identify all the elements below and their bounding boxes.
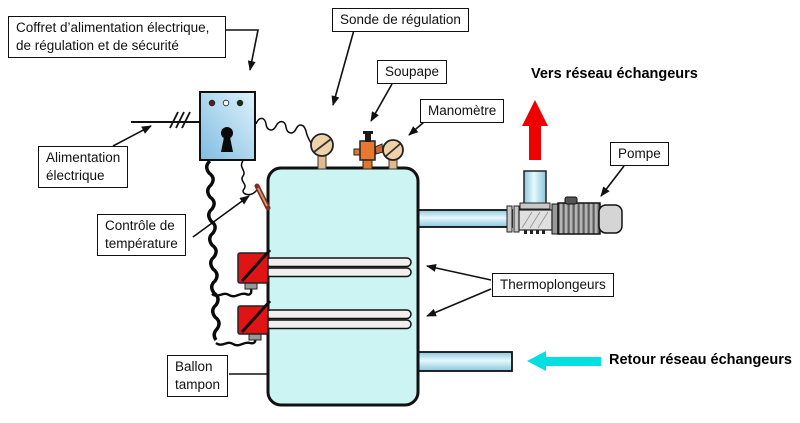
pump-riser-flange <box>519 202 551 210</box>
wire-main <box>205 159 221 341</box>
supply-flow-arrow-icon <box>522 100 548 160</box>
pump-flange-b <box>513 205 520 233</box>
temperature-probe <box>254 183 271 211</box>
regulation-probe-gauge-icon <box>310 133 334 170</box>
leader-thermo-lower <box>426 288 492 317</box>
leader-controle <box>192 195 250 238</box>
outlet-pipe <box>415 209 513 228</box>
wire-regulation-probe <box>255 117 313 146</box>
wire-heater1 <box>211 288 253 298</box>
leader-manometre <box>408 121 425 136</box>
heater1-rod-b <box>265 267 412 278</box>
control-cabinet <box>199 91 256 161</box>
label-soupape: Soupape <box>377 60 448 84</box>
pump-terminal-box <box>564 196 578 205</box>
leader-coffret <box>221 29 259 71</box>
tank-instruments <box>310 131 404 170</box>
leader-alimentation <box>112 125 152 147</box>
buffer-tank <box>266 166 420 407</box>
keyhole-icon <box>221 127 233 152</box>
pump-flange-a <box>506 205 513 233</box>
leader-pompe <box>600 165 625 197</box>
safety-valve-icon <box>353 131 384 170</box>
label-sonde: Sonde de régulation <box>332 8 469 32</box>
leader-sonde <box>331 29 355 106</box>
supply-flow-label: Vers réseau échangeurs <box>531 66 698 82</box>
return-flow-arrow-icon <box>527 351 601 371</box>
label-coffret: Coffret d’alimentation électrique, de ré… <box>8 16 226 58</box>
label-ballon: Ballon tampon <box>167 355 229 397</box>
pressure-gauge-icon <box>382 139 404 170</box>
immersion-heaters <box>237 248 412 341</box>
phase-slashes-icon <box>169 111 191 129</box>
pump-motor <box>557 202 601 235</box>
power-supply-line <box>131 111 201 129</box>
wiring <box>205 117 313 347</box>
label-manometre: Manomètre <box>420 99 505 123</box>
label-controle: Contrôle de température <box>97 214 186 256</box>
label-alimentation: Alimentation électrique <box>38 146 129 188</box>
return-pipe <box>415 351 513 372</box>
leader-soupape <box>370 83 393 122</box>
heater2-stripe <box>240 299 272 334</box>
heater1-rod-a <box>265 257 412 268</box>
wire-heater2 <box>215 338 257 347</box>
hydraulics <box>415 170 623 372</box>
pump-riser-pipe <box>523 170 547 206</box>
heater1-stripe <box>240 248 272 283</box>
label-pompe: Pompe <box>610 142 669 166</box>
indicator-lights-icon <box>208 99 244 107</box>
heater2-rod-b <box>265 319 412 330</box>
label-thermoplongeurs: Thermoplongeurs <box>492 273 614 297</box>
heater2-rod-a <box>265 309 412 320</box>
pump-body-hatch <box>521 211 549 229</box>
return-flow-label: Retour réseau échangeurs <box>609 352 792 368</box>
pump-endcap <box>598 204 623 234</box>
leader-thermo-upper <box>426 264 492 281</box>
pump-feet <box>524 230 545 234</box>
pump-coupling <box>551 203 559 235</box>
pump <box>506 170 623 235</box>
